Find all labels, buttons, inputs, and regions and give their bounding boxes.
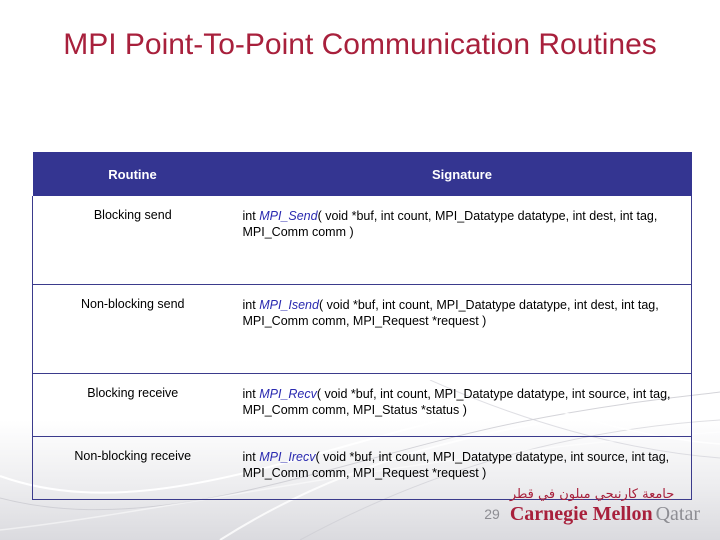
cell-routine: Non-blocking receive xyxy=(32,436,233,500)
logo-university-name: Carnegie Mellon xyxy=(509,503,653,525)
signature-function-name: MPI_Irecv xyxy=(259,450,316,464)
signature-params: ( void *buf, int count, MPI_Datatype dat… xyxy=(242,209,658,239)
table-head: Routine Signature xyxy=(32,152,692,196)
routines-table: Routine Signature Blocking send int MPI_… xyxy=(32,152,692,500)
slide-footer: 29 جامعة كارنيجي ميلون في قطر Carnegie M… xyxy=(484,487,700,526)
cmu-qatar-logo: جامعة كارنيجي ميلون في قطر Carnegie Mell… xyxy=(510,487,700,526)
signature-function-name: MPI_Isend xyxy=(259,298,319,312)
table-header-row: Routine Signature xyxy=(32,152,692,196)
cell-signature: int MPI_Irecv( void *buf, int count, MPI… xyxy=(232,436,692,500)
signature-prefix: int xyxy=(242,209,260,223)
signature-prefix: int xyxy=(242,387,260,401)
cell-signature: int MPI_Recv( void *buf, int count, MPI_… xyxy=(232,373,692,437)
page-number: 29 xyxy=(484,506,500,522)
page-title: MPI Point-To-Point Communication Routine… xyxy=(63,28,657,61)
signature-params: ( void *buf, int count, MPI_Datatype dat… xyxy=(242,298,659,328)
cell-routine: Blocking send xyxy=(32,196,233,285)
signature-prefix: int xyxy=(242,298,260,312)
table-body: Blocking send int MPI_Send( void *buf, i… xyxy=(32,196,692,500)
cell-routine: Non-blocking send xyxy=(32,284,233,374)
routines-table-container: Routine Signature Blocking send int MPI_… xyxy=(32,152,692,500)
column-header-signature: Signature xyxy=(232,152,692,196)
signature-params: ( void *buf, int count, MPI_Datatype dat… xyxy=(242,387,671,417)
table-row: Blocking send int MPI_Send( void *buf, i… xyxy=(32,196,692,285)
table-row: Blocking receive int MPI_Recv( void *buf… xyxy=(32,373,692,437)
table-row: Non-blocking send int MPI_Isend( void *b… xyxy=(32,284,692,374)
cell-routine: Blocking receive xyxy=(32,373,233,437)
cell-signature: int MPI_Isend( void *buf, int count, MPI… xyxy=(232,284,692,374)
signature-prefix: int xyxy=(242,450,260,464)
signature-function-name: MPI_Send xyxy=(259,209,318,223)
cell-signature: int MPI_Send( void *buf, int count, MPI_… xyxy=(232,196,692,285)
logo-campus-name: Qatar xyxy=(655,503,700,525)
logo-arabic-text: جامعة كارنيجي ميلون في قطر xyxy=(509,487,675,502)
signature-params: ( void *buf, int count, MPI_Datatype dat… xyxy=(242,450,670,480)
table-row: Non-blocking receive int MPI_Irecv( void… xyxy=(32,436,692,500)
signature-function-name: MPI_Recv xyxy=(259,387,317,401)
column-header-routine: Routine xyxy=(32,152,233,196)
